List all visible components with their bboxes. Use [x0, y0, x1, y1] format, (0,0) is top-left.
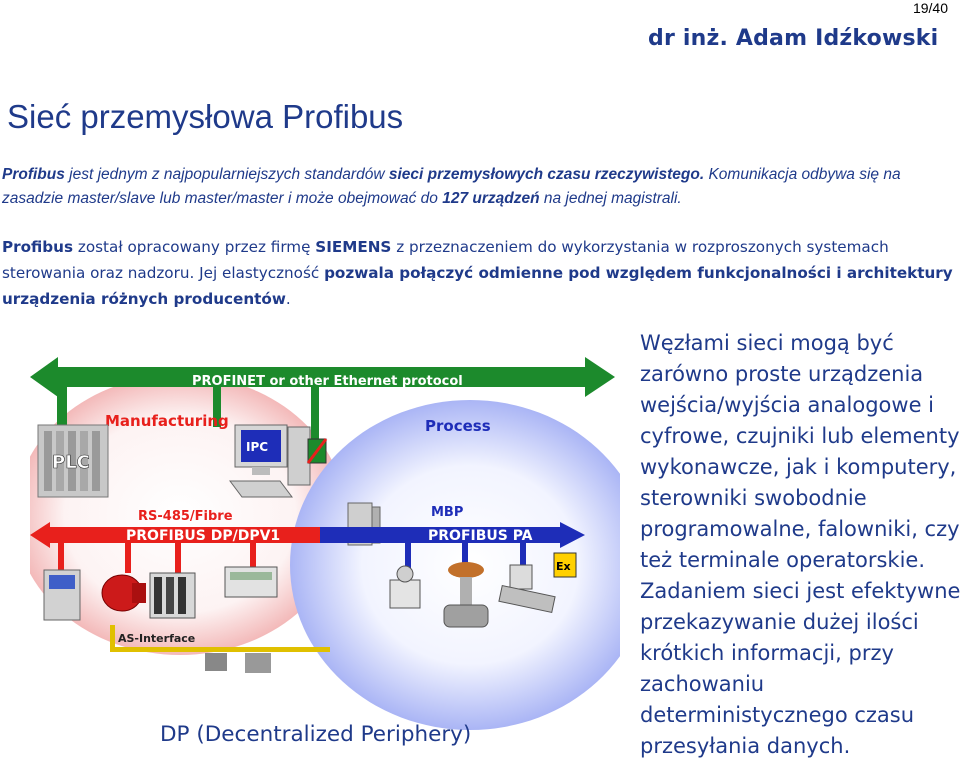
term-profibus: Profibus — [2, 238, 74, 256]
slide-title: Sieć przemysłowa Profibus — [7, 98, 404, 135]
plc-device — [37, 424, 109, 498]
drop-line — [175, 543, 181, 573]
rs485-label: RS-485/Fibre — [138, 509, 233, 524]
page-number: 19/40 — [912, 0, 948, 16]
drop-line — [250, 543, 256, 568]
dp-label: PROFIBUS DP/DPV1 — [126, 528, 280, 544]
text-span: z przeznaczeniem do wykorzystania w rozp… — [2, 238, 889, 282]
drop-line — [311, 387, 319, 442]
text-span: na jednej magistrali. — [539, 190, 682, 207]
term-realtime-networks: sieci przemysłowych czasu rzeczywistego. — [388, 166, 705, 183]
operator-panel-device — [43, 569, 81, 621]
ex-label: Ex — [556, 560, 571, 573]
valve-actuator-device — [389, 565, 421, 609]
as-interface-bus — [110, 625, 330, 652]
profinet-label: PROFINET or other Ethernet protocol — [192, 374, 463, 389]
drop-line — [125, 543, 131, 573]
text-span: jest jednym z najpopularniejszych standa… — [64, 166, 389, 183]
asi-label: AS-Interface — [118, 632, 195, 645]
intro-paragraph: Profibus jest jednym z najpopularniejszy… — [2, 163, 952, 211]
text-span: został opracowany przez firmę — [73, 238, 316, 256]
profibus-pa-bus — [320, 522, 585, 548]
origin-paragraph: Profibus został opracowany przez firmę S… — [2, 234, 957, 312]
diagram-caption: DP (Decentralized Periphery) — [160, 722, 472, 747]
term-flexibility: pozwala połączyć odmienne pod względem f… — [2, 264, 953, 308]
pa-label: PROFIBUS PA — [428, 528, 533, 544]
ex-zone-badge — [553, 552, 577, 578]
drop-line — [213, 387, 221, 427]
profinet-bus — [30, 357, 615, 397]
nodes-description: Węzłami sieci mogą być zarówno proste ur… — [640, 331, 960, 758]
manufacturing-label: Manufacturing — [105, 412, 229, 430]
profibus-dp-bus — [30, 522, 320, 548]
profibus-network-diagram: PROFINET or other Ethernet protocol Manu… — [30, 357, 620, 730]
text-span: . — [285, 290, 291, 308]
asi-sensor-device — [205, 653, 271, 673]
control-valve-device — [443, 562, 489, 628]
io-module-device — [149, 572, 196, 619]
text-span: Komunikacja odbywa się na zasadzie maste… — [2, 166, 901, 207]
drop-line — [462, 543, 468, 565]
terminal-block-device — [224, 566, 278, 598]
mbp-label: MBP — [431, 505, 463, 520]
drop-line — [520, 543, 526, 565]
flow-meter-device — [498, 564, 556, 614]
term-siemens: SIEMENS — [315, 238, 392, 256]
ipc-computer — [229, 424, 311, 498]
drop-line — [58, 543, 64, 573]
author-name: dr inż. Adam Idźkowski — [648, 26, 939, 51]
term-127-devices: 127 urządzeń — [442, 190, 540, 207]
drive-motor-device — [101, 574, 146, 612]
process-label: Process — [425, 417, 491, 435]
dp-pa-coupler — [306, 438, 328, 464]
plc-label: PLC — [52, 452, 90, 473]
term-profibus: Profibus — [2, 166, 65, 183]
drop-line — [405, 543, 411, 571]
ipc-label: IPC — [246, 440, 268, 454]
